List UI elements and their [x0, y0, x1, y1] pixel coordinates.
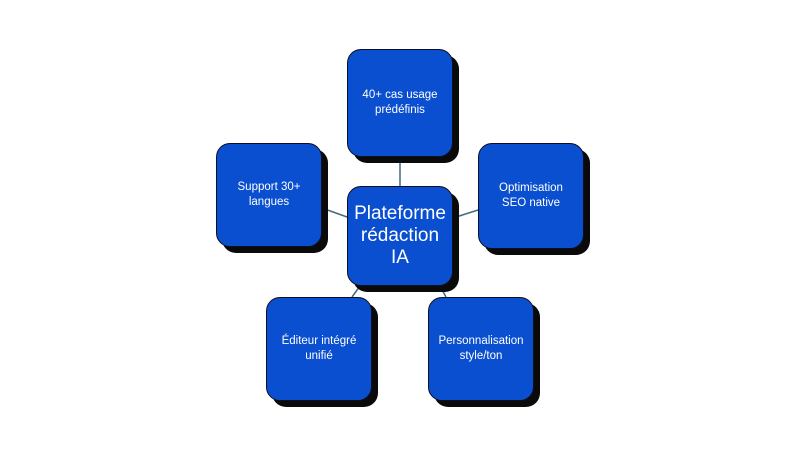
node-top-label: 40+ cas usage prédéfinis: [362, 89, 438, 116]
connector-left: [321, 207, 348, 218]
node-left-label: Support 30+ langues: [237, 181, 301, 208]
connector-right: [452, 209, 479, 219]
node-right: Optimisation SEO native: [478, 143, 584, 249]
center-node: Plateforme rédaction IA: [347, 186, 453, 286]
node-top: 40+ cas usage prédéfinis: [347, 49, 453, 157]
node-bottom-right-label: Personnalisation style/ton: [438, 335, 524, 362]
node-right-label: Optimisation SEO native: [499, 182, 563, 209]
node-left: Support 30+ langues: [216, 143, 322, 247]
connector-bottom-left: [351, 285, 361, 298]
connector-bottom-right: [439, 285, 447, 298]
center-node-label: Plateforme rédaction IA: [354, 203, 446, 268]
node-bottom-left: Éditeur intégré unifié: [266, 297, 372, 401]
node-bottom-right: Personnalisation style/ton: [428, 297, 534, 401]
node-bottom-left-label: Éditeur intégré unifié: [281, 335, 357, 362]
